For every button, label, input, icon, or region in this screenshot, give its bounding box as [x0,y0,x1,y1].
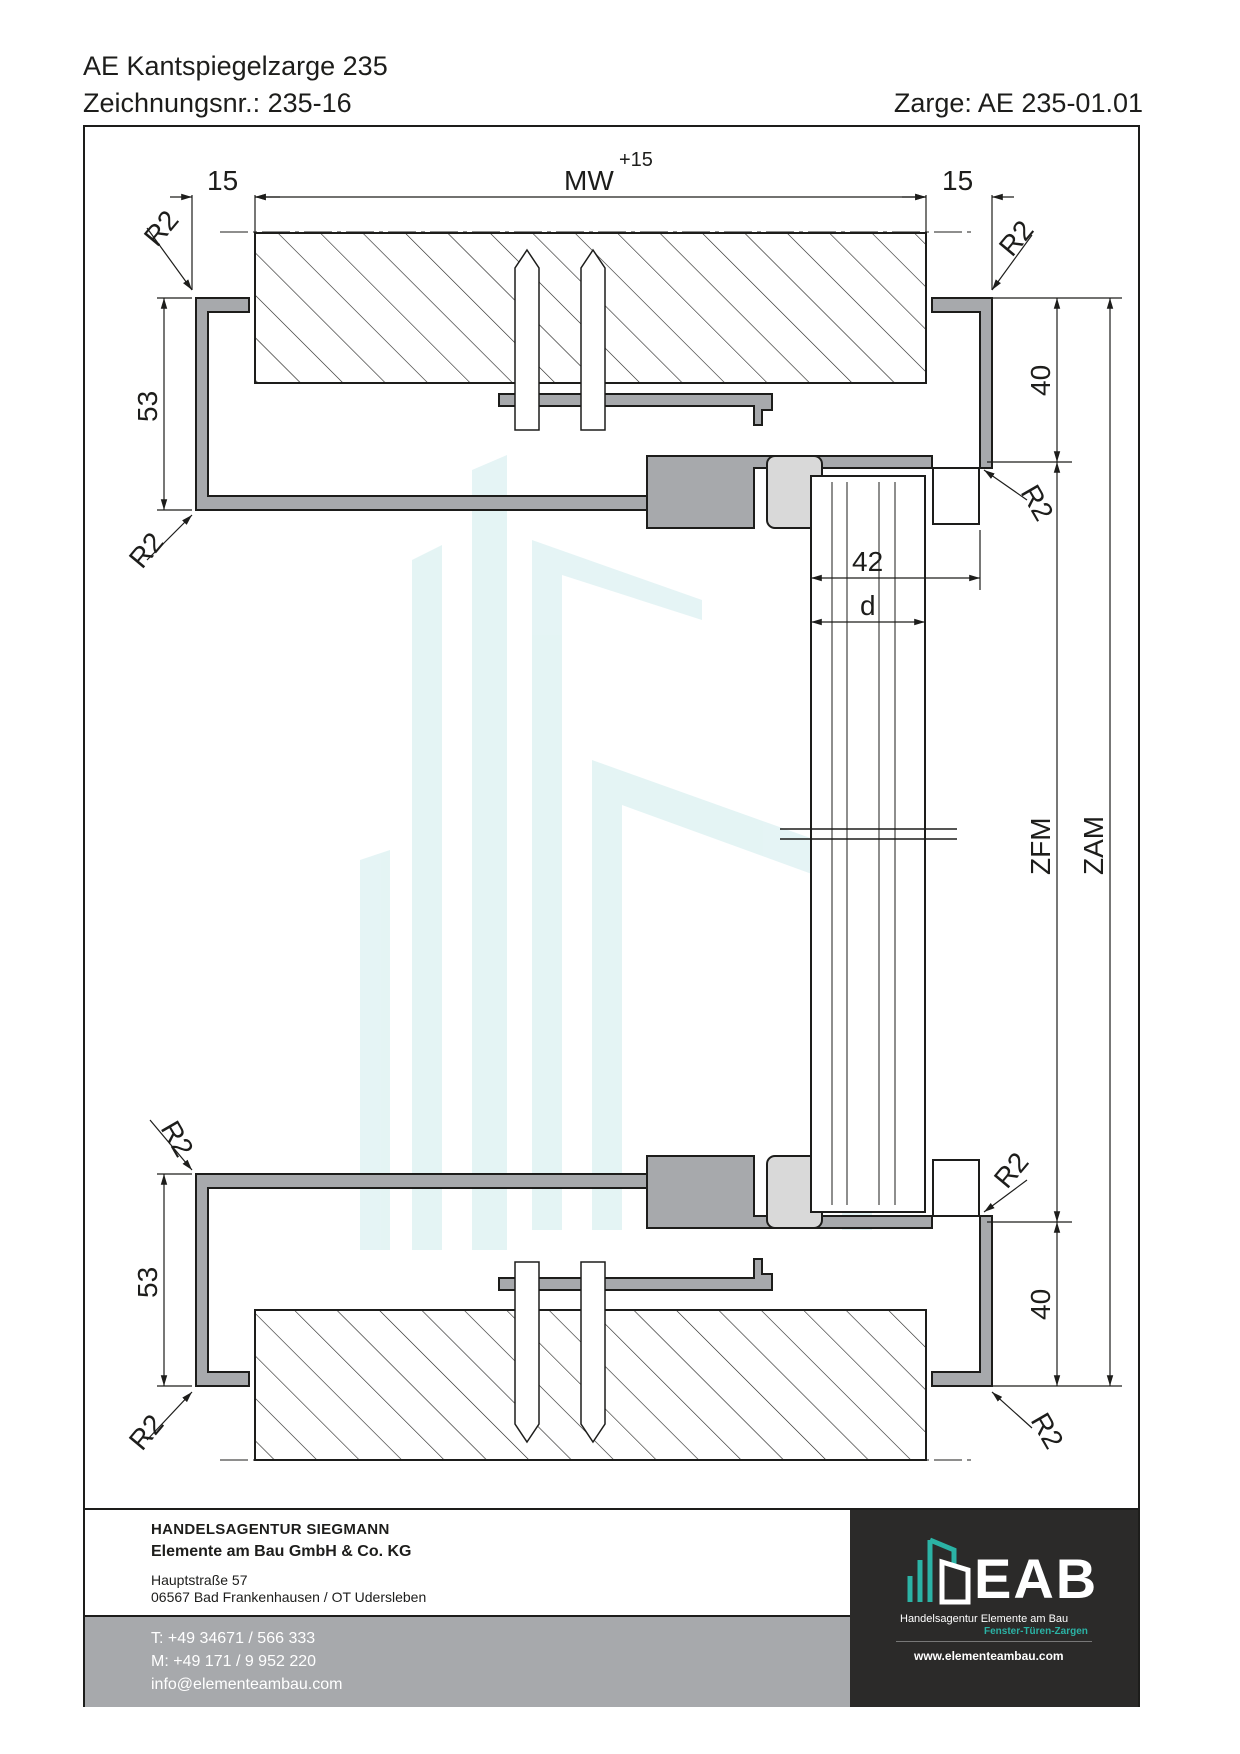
dim-door-leaf: 42 [852,546,883,577]
radius-label-bottom-right: R2 [1025,1408,1070,1455]
address-city: 06567 Bad Frankenhausen / OT Udersleben [151,1589,427,1605]
drawing-sheet: 15 MW +15 15 53 53 40 40 42 d ZFM ZAM R2… [83,125,1140,1707]
door-leaf [780,475,957,1213]
dim-profile-depth-top: 53 [132,391,163,422]
drawing-title: AE Kantspiegelzarge 235 [83,51,388,81]
radius-label-lower-right: R2 [988,1147,1035,1194]
frame-profile-top [195,297,993,529]
phone-number: T: +49 34671 / 566 333 [151,1630,316,1647]
logo-wordmark: EAB [974,1547,1099,1610]
drawing-number: Zeichnungsnr.: 235-16 [83,88,352,118]
eab-logo-panel: EAB Handelsagentur Elemente am Bau Fenst… [850,1510,1138,1707]
watermark-logo [360,455,872,1250]
radius-label-lower-left: R2 [155,1116,200,1163]
radius-label-mid-right: R2 [1015,480,1060,527]
agency-name: HANDELSAGENTUR SIEGMANN [151,1521,390,1538]
address-panel: HANDELSAGENTUR SIEGMANN Elemente am Bau … [85,1510,850,1617]
contact-panel: T: +49 34671 / 566 333 M: +49 171 / 9 95… [85,1617,850,1707]
title-block: HANDELSAGENTUR SIEGMANN Elemente am Bau … [85,1508,1138,1707]
company-info: HANDELSAGENTUR SIEGMANN Elemente am Bau … [85,1510,850,1707]
dim-profile-depth-bottom: 53 [132,1267,163,1298]
email-link[interactable]: info@elementeambau.com [151,1676,343,1693]
radius-label-top-right: R2 [993,215,1040,262]
dim-rebate-top: 40 [1025,365,1056,396]
technical-drawing: 15 MW +15 15 53 53 40 40 42 d ZFM ZAM R2… [123,149,1122,1461]
anchor-screws-bottom [514,1261,606,1444]
dim-rebate-bottom: 40 [1025,1289,1056,1320]
dim-frame-outer: ZAM [1078,816,1109,875]
dim-frame-clear: ZFM [1025,817,1056,875]
website-link[interactable]: www.elementeambau.com [914,1649,1064,1663]
mobile-number: M: +49 171 / 9 952 220 [151,1653,317,1670]
dim-right-offset: 15 [942,165,973,196]
dim-wall-width: MW [564,165,614,196]
dim-left-offset: 15 [207,165,238,196]
eab-logo-icon [907,1537,971,1605]
logo-subline: Fenster-Türen-Zargen [984,1626,1088,1637]
frame-number: Zarge: AE 235-01.01 [893,88,1143,118]
radius-label-bottom-left: R2 [123,1409,170,1456]
dim-wall-tolerance: +15 [619,149,653,171]
radius-label-top-left: R2 [138,205,185,252]
logo-divider [896,1641,1092,1642]
address-street: Hauptstraße 57 [151,1572,248,1588]
radius-label-mid-left: R2 [123,527,170,574]
anchor-screws-top [514,248,606,431]
logo-tagline: Handelsagentur Elemente am Bau [900,1613,1069,1625]
frame-profile-bottom [195,1155,993,1387]
company-name: Elemente am Bau GmbH & Co. KG [151,1543,412,1560]
dim-leaf-thickness: d [860,590,876,621]
dimension-lines [146,193,1122,1441]
